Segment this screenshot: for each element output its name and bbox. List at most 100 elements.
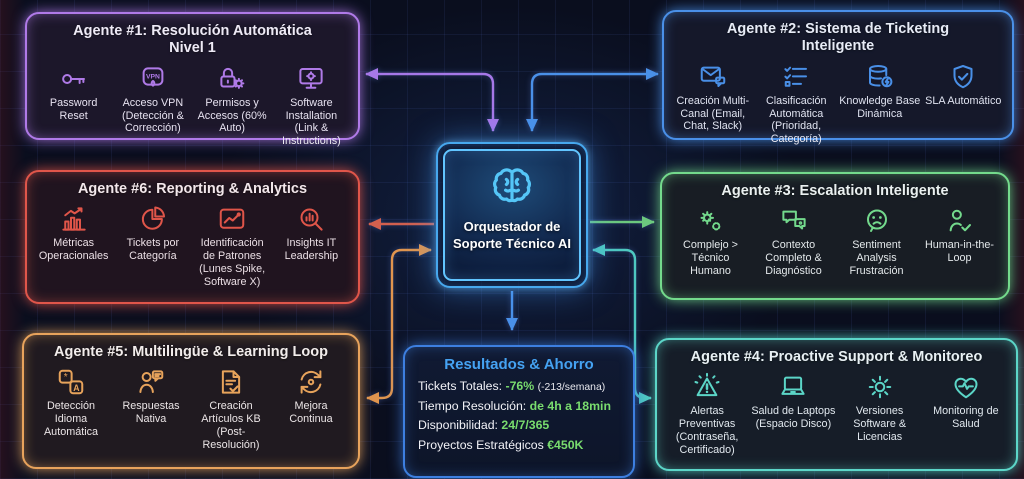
item-label: Monitoring de Salud — [933, 405, 999, 431]
search-insights-icon — [296, 204, 326, 234]
item-deteccion-idioma: Detección Idioma Automática — [32, 367, 110, 438]
sad-face-icon — [862, 206, 892, 236]
item-versiones-software: Versiones Software & Licencias — [838, 372, 922, 443]
item-human-in-the-loop: Human-in-the-Loop — [919, 206, 1000, 264]
item-password-reset: Password Reset — [35, 64, 112, 122]
result-label: Proyectos Estratégicos — [418, 438, 544, 453]
agent-1-box: Agente #1: Resolución Automática Nivel 1… — [25, 12, 360, 147]
item-salud-laptops: Salud de Laptops (Espacio Disco) — [751, 372, 835, 430]
item-creacion-multicanal: Creación Multi-Canal (Email, Chat, Slack… — [672, 62, 754, 133]
mail-chat-icon — [698, 62, 728, 92]
lock-gear-icon — [217, 64, 247, 94]
arrow-orchestrator-agent2 — [526, 68, 659, 132]
result-value: €450K — [547, 438, 584, 453]
item-respuestas-nativa: Respuestas Nativa — [112, 367, 190, 425]
item-insights-it: Insights IT Leadership — [273, 204, 350, 262]
result-label: Disponibilidad: — [418, 418, 498, 433]
item-clasificacion-automatica: Clasificación Automática (Prioridad, Cat… — [756, 62, 838, 146]
monitor-gear-icon — [296, 64, 326, 94]
item-label: Creación Multi-Canal (Email, Chat, Slack… — [676, 94, 750, 133]
result-row-tickets: Tickets Totales: -76% (-213/semana) — [405, 377, 633, 397]
line-chart-icon — [217, 204, 247, 234]
result-value: 24/7/365 — [501, 418, 550, 433]
alert-triangle-icon — [692, 372, 722, 402]
item-knowledge-base: Knowledge Base Dinámica — [839, 62, 921, 120]
agent-2-title: Agente #2: Sistema de Ticketing Intelige… — [726, 21, 950, 55]
results-title: Resultados & Ahorro — [444, 356, 594, 373]
item-label: Identificación de Patrones (Lunes Spike,… — [199, 237, 266, 288]
heart-pulse-icon — [951, 372, 981, 402]
shield-check-icon — [948, 62, 978, 92]
item-label: Respuestas Nativa — [122, 400, 180, 426]
results-box: Resultados & Ahorro Tickets Totales: -76… — [403, 345, 635, 478]
arrow-orchestrator-agent1 — [365, 68, 499, 132]
orchestrator-inner: Orquestador de Soporte Técnico AI — [443, 149, 581, 281]
result-value: -76% — [505, 379, 535, 393]
result-label: Tiempo Resolución: — [418, 398, 527, 413]
item-label: Creación Artículos KB (Post-Resolución) — [201, 400, 261, 451]
item-monitoring-salud: Monitoring de Salud — [924, 372, 1008, 430]
chat-bubbles-icon — [779, 206, 809, 236]
agent-2-box: Agente #2: Sistema de Ticketing Intelige… — [662, 10, 1014, 145]
item-label: Acceso VPN (Detección & Corrección) — [121, 96, 184, 135]
result-label: Tickets Totales: — [418, 379, 503, 393]
item-label: Métricas Operacionales — [38, 237, 109, 263]
item-identificacion-patrones: Identificación de Patrones (Lunes Spike,… — [194, 204, 271, 288]
item-software-installation: Software Installation (Link & Instructio… — [273, 64, 350, 148]
agent-6-title: Agente #6: Reporting & Analytics — [77, 181, 308, 197]
result-row-disponibilidad: Disponibilidad: 24/7/365 — [405, 416, 633, 436]
item-contexto-completo: Contexto Completo & Diagnóstico — [753, 206, 834, 277]
result-row-tiempo: Tiempo Resolución: de 4h a 18min — [405, 397, 633, 417]
item-label: Sentiment Analysis Frustración — [849, 239, 904, 277]
item-acceso-vpn: Acceso VPN (Detección & Corrección) — [114, 64, 191, 135]
agent-4-box: Agente #4: Proactive Support & Monitoreo… — [655, 338, 1018, 471]
database-bolt-icon — [865, 62, 895, 92]
item-label: SLA Automático — [925, 94, 1002, 107]
item-alertas-preventivas: Alertas Preventivas (Contraseña, Certifi… — [665, 372, 749, 456]
brain-icon — [488, 163, 536, 211]
agent-5-box: Agente #5: Multilingüe & Learning Loop D… — [22, 333, 360, 469]
key-icon — [59, 64, 89, 94]
bar-chart-icon — [59, 204, 89, 234]
agent-3-title: Agente #3: Escalation Inteligente — [721, 183, 949, 199]
agent-4-title: Agente #4: Proactive Support & Monitoreo — [690, 349, 983, 365]
agent-5-items: Detección Idioma Automática Respuestas N… — [24, 365, 358, 457]
item-label: Permisos y Accesos (60% Auto) — [197, 96, 267, 135]
doc-check-icon — [216, 367, 246, 397]
item-metricas-operacionales: Métricas Operacionales — [35, 204, 112, 262]
agent-3-items: Complejo > Técnico Humano Contexto Compl… — [662, 204, 1008, 283]
item-tickets-por-categoria: Tickets por Categoría — [114, 204, 191, 262]
item-label: Contexto Completo & Diagnóstico — [765, 239, 822, 277]
agent-3-box: Agente #3: Escalation Inteligente Comple… — [660, 172, 1010, 300]
item-label: Clasificación Automática (Prioridad, Cat… — [765, 94, 827, 145]
item-label: Insights IT Leadership — [284, 237, 339, 263]
agent-6-items: Métricas Operacionales Tickets por Categ… — [27, 202, 358, 294]
item-label: Tickets por Categoría — [126, 237, 180, 263]
pie-chart-icon — [138, 204, 168, 234]
person-check-icon — [945, 206, 975, 236]
vpn-badge-icon — [138, 64, 168, 94]
item-label: Complejo > Técnico Humano — [683, 239, 738, 277]
item-label: Password Reset — [49, 96, 98, 122]
item-complejo-tecnico: Complejo > Técnico Humano — [670, 206, 751, 277]
item-label: Alertas Preventivas (Contraseña, Certifi… — [675, 405, 739, 456]
refresh-icon — [296, 367, 326, 397]
agent-1-items: Password Reset Acceso VPN (Detección & C… — [27, 62, 358, 154]
checklist-icon — [781, 62, 811, 92]
item-permisos-accesos: Permisos y Accesos (60% Auto) — [194, 64, 271, 135]
item-label: Software Installation (Link & Instructio… — [281, 96, 341, 147]
agent-6-box: Agente #6: Reporting & Analytics Métrica… — [25, 170, 360, 304]
orchestrator-box: Orquestador de Soporte Técnico AI — [436, 142, 588, 288]
result-row-proyectos: Proyectos Estratégicos €450K — [405, 436, 633, 456]
gears-icon — [696, 206, 726, 236]
laptop-icon — [778, 372, 808, 402]
agent-2-items: Creación Multi-Canal (Email, Chat, Slack… — [664, 60, 1012, 152]
item-mejora-continua: Mejora Continua — [272, 367, 350, 425]
item-label: Detección Idioma Automática — [43, 400, 98, 438]
item-label: Versiones Software & Licencias — [853, 405, 907, 443]
item-sla-automatico: SLA Automático — [923, 62, 1005, 108]
item-creacion-articulos-kb: Creación Artículos KB (Post-Resolución) — [192, 367, 270, 451]
person-chat-icon — [136, 367, 166, 397]
translate-icon — [56, 367, 86, 397]
